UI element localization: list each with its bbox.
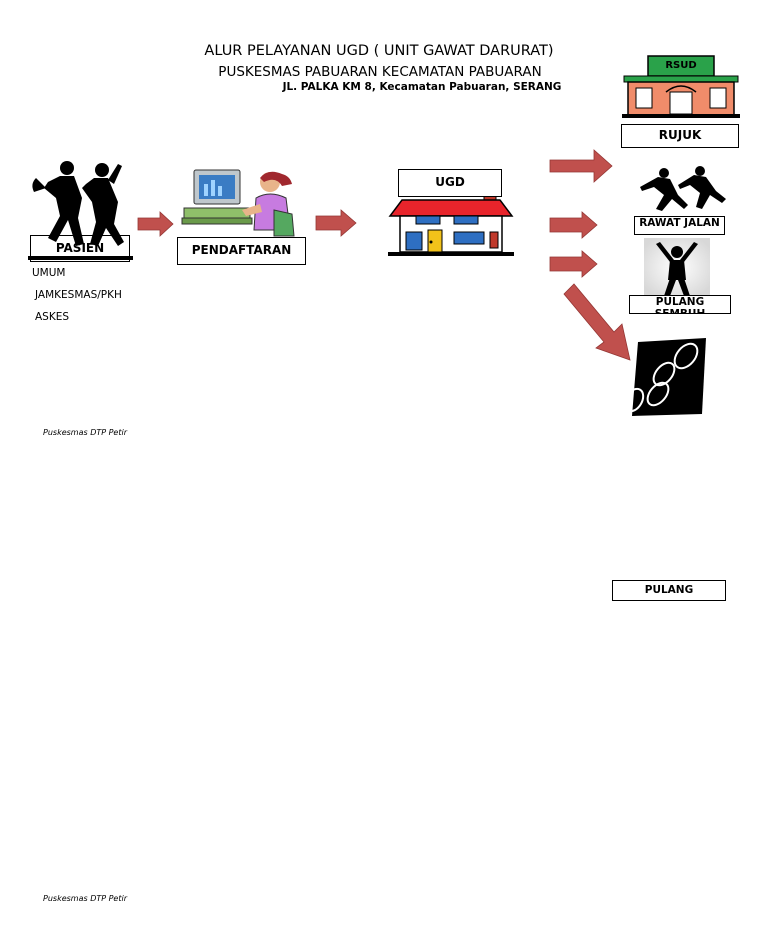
arrow-pasien-to-pendaftaran [137,211,174,237]
page-title: ALUR PELAYANAN UGD ( UNIT GAWAT DARURAT) [204,43,554,59]
arrow-ugd-to-pulang [563,283,631,361]
running-people-silhouette-icon [28,161,133,260]
node-ugd: UGD [398,169,502,197]
footer-top: Puskesmas DTP Petir [43,428,127,437]
patient-type-askes: ASKES [35,311,70,323]
node-rujuk: RUJUK [621,124,739,148]
footprints-icon [623,338,706,416]
rsud-label: RSUD [665,60,697,71]
page-address: JL. PALKA KM 8, Kecamatan Pabuaran, SERA… [282,81,562,93]
running-people-icon [640,166,726,211]
cheering-person-icon [644,238,710,296]
node-pulang-sembuh: PULANG SEMBUH [629,295,731,314]
node-pulang: PULANG [612,580,726,601]
arrow-ugd-to-pulang-sembuh [549,250,598,278]
arrow-pendaftaran-to-ugd [315,209,357,237]
hospital-building-icon [622,55,740,118]
building-icon [388,187,514,256]
node-rawat-jalan: RAWAT JALAN [634,216,725,235]
patient-type-umum: UMUM [32,267,66,279]
node-pasien: PASIEN [30,235,130,262]
node-pendaftaran: PENDAFTARAN [177,237,306,265]
footer-bottom: Puskesmas DTP Petir [43,894,127,903]
arrow-ugd-to-rujuk [549,149,613,183]
page-subtitle: PUSKESMAS PABUARAN KECAMATAN PABUARAN [218,64,542,80]
arrow-ugd-to-rawat-jalan [549,211,598,239]
patient-type-jamkesmas: JAMKESMAS/PKH [35,289,122,301]
person-at-computer-icon [181,169,295,237]
